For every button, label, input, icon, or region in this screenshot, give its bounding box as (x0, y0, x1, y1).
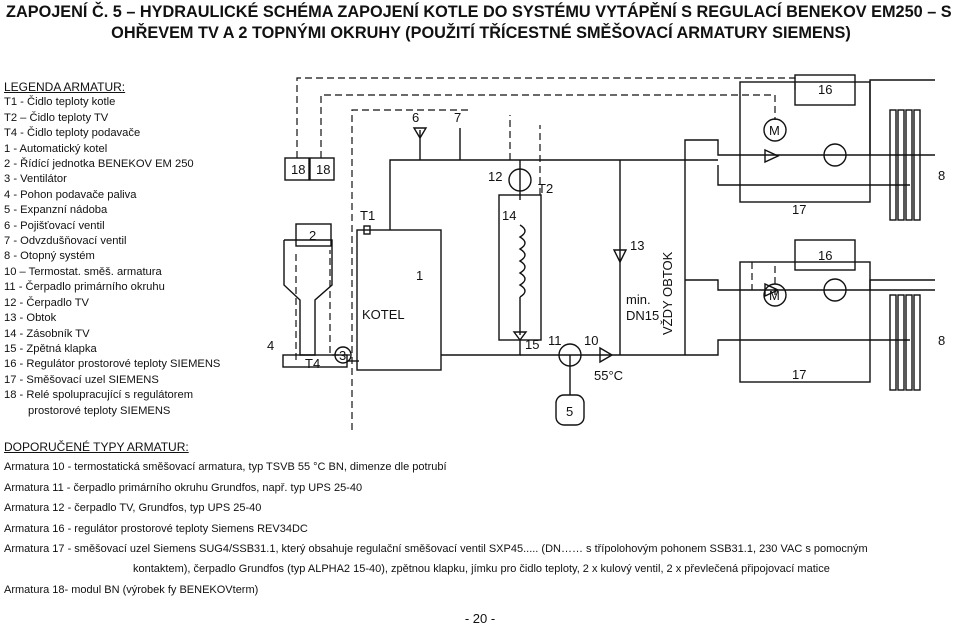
label-T2: T2 (538, 181, 553, 196)
legend-item: 3 - Ventilátor (4, 173, 67, 186)
check-valve-15-icon (512, 331, 528, 342)
page-number: - 20 - (464, 611, 496, 626)
label-13: 13 (630, 238, 644, 253)
return-pipe (441, 340, 521, 356)
mixing-valve-upper-icon (764, 148, 780, 164)
legend-item: 10 – Termostat. směš. armatura (4, 265, 162, 278)
legend-item: 15 - Zpětná klapka (4, 342, 97, 355)
types-row: Armatura 16 - regulátor prostorové teplo… (4, 522, 308, 535)
supply-pipe (389, 159, 685, 230)
legend-item: T2 – Čidlo teploty TV (4, 111, 109, 124)
mixing-valve-lower-icon (764, 282, 780, 298)
title-line-2: OHŘEVEM TV A 2 TOPNÝMI OKRUHY (POUŽITÍ T… (111, 24, 851, 42)
types-row-last: Armatura 18- modul BN (výrobek fy BENEKO… (4, 583, 259, 596)
label-16-lower: 16 (818, 248, 832, 263)
safety-valve-6-icon (412, 127, 428, 140)
legend-item: 16 - Regulátor prostorové teploty SIEMEN… (4, 358, 221, 371)
legend-item: 14 - Zásobník TV (4, 327, 90, 340)
label-12: 12 (488, 169, 502, 184)
legend-heading: LEGENDA ARMATUR: (4, 80, 126, 94)
legend-item: T4 - Čidlo teploty podavače (4, 127, 141, 140)
radiator-8-upper (889, 109, 921, 221)
fan-3 (334, 346, 352, 364)
label-4: 4 (267, 338, 274, 353)
title-line-1: ZAPOJENÍ Č. 5 – HYDRAULICKÉ SCHÉMA ZAPOJ… (6, 3, 952, 21)
label-dn15: DN15 (626, 308, 659, 323)
label-11: 11 (548, 333, 562, 348)
motor-upper-icon (763, 118, 787, 142)
pump-11-icon (558, 343, 582, 367)
legend-item: 13 - Obtok (4, 312, 57, 325)
legend-item: 11 - Čerpadlo primárního okruhu (4, 281, 165, 294)
boiler-1 (356, 229, 442, 371)
expansion-vessel-5 (555, 394, 585, 426)
label-55c: 55°C (594, 368, 623, 383)
label-5: 5 (566, 404, 573, 419)
label-T1: T1 (360, 208, 375, 223)
label-18b: 18 (316, 162, 330, 177)
legend-item: 1 - Automatický kotel (4, 142, 108, 155)
legend-item: 4 - Pohon podavače paliva (4, 188, 137, 201)
label-15: 15 (525, 337, 539, 352)
label-2: 2 (309, 228, 316, 243)
motor-lower-icon (763, 283, 787, 307)
recommended-types: DOPORUČENÉ TYPY ARMATUR: Armatura 10 - t… (4, 437, 954, 600)
legend-item: T1 - Čidlo teploty kotle (4, 96, 116, 109)
control-wiring (295, 77, 796, 430)
label-8-lower: 8 (938, 333, 945, 348)
legend-item: 12 - Čerpadlo TV (4, 296, 89, 309)
label-vzdy-obtok: VŽDY OBTOK (660, 251, 675, 335)
legend-item: 18 - Relé spolupracující s regulátorem (4, 389, 194, 402)
label-1: 1 (416, 268, 423, 283)
legend-item-continuation: prostorové teploty SIEMENS (28, 404, 171, 417)
legend-item: 6 - Pojišťovací ventil (4, 219, 105, 232)
types-row: Armatura 11 - čerpadlo primárního okruhu… (4, 481, 363, 494)
label-18a: 18 (291, 162, 305, 177)
control-unit-2 (295, 223, 332, 247)
room-regulator-16-lower (794, 239, 856, 271)
label-7: 7 (454, 110, 461, 125)
label-17-lower: 17 (792, 367, 806, 382)
label-6: 6 (412, 110, 419, 125)
label-17-upper: 17 (792, 202, 806, 217)
mixing-group-17-upper (739, 81, 871, 203)
types-row: Armatura 12 - čerpadlo TV, Grundfos, typ… (4, 502, 262, 515)
label-kotel: KOTEL (362, 307, 405, 322)
label-min: min. (626, 292, 651, 307)
legend: LEGENDA ARMATUR: T1 - Čidlo teploty kotl… (4, 80, 259, 419)
boiler-sensor-T1 (363, 225, 371, 235)
legend-item: 7 - Odvzdušňovací ventil (4, 235, 127, 248)
label-motor-upper: M (769, 123, 780, 138)
mixing-valve-10-icon (599, 346, 614, 364)
room-regulator-16-upper (794, 74, 856, 106)
legend-item: 2 - Řídící jednotka BENEKOV EM 250 (4, 158, 194, 171)
types-row: Armatura 17 - směšovací uzel Siemens SUG… (4, 543, 868, 556)
legend-item: 17 - Směšovací uzel SIEMENS (4, 373, 159, 386)
label-motor-lower: M (769, 288, 780, 303)
legend-item: 8 - Otopný systém (4, 250, 95, 263)
types-heading: DOPORUČENÉ TYPY ARMATUR: (4, 440, 189, 454)
pump-12-icon (508, 168, 532, 192)
radiator-8-lower (889, 294, 921, 391)
label-14: 14 (502, 208, 516, 223)
label-3: 3 (339, 348, 346, 363)
relay-18-boxes (284, 157, 335, 181)
legend-item: 5 - Expanzní nádoba (4, 204, 108, 217)
label-8-upper: 8 (938, 168, 945, 183)
mixing-group-17-lower (739, 261, 871, 383)
bypass-valve-13-icon (612, 249, 628, 264)
label-T4: T4 (305, 356, 320, 371)
types-row: Armatura 10 - termostatická směšovací ar… (4, 461, 447, 474)
label-10: 10 (584, 333, 598, 348)
page-title: ZAPOJENÍ Č. 5 – HYDRAULICKÉ SCHÉMA ZAPOJ… (6, 2, 956, 44)
types-row-continuation: kontaktem), čerpadlo Grundfos (typ ALPHA… (133, 563, 830, 576)
pump-lower-icon (823, 278, 847, 302)
pump-upper-icon (823, 143, 847, 167)
label-16-upper: 16 (818, 82, 832, 97)
